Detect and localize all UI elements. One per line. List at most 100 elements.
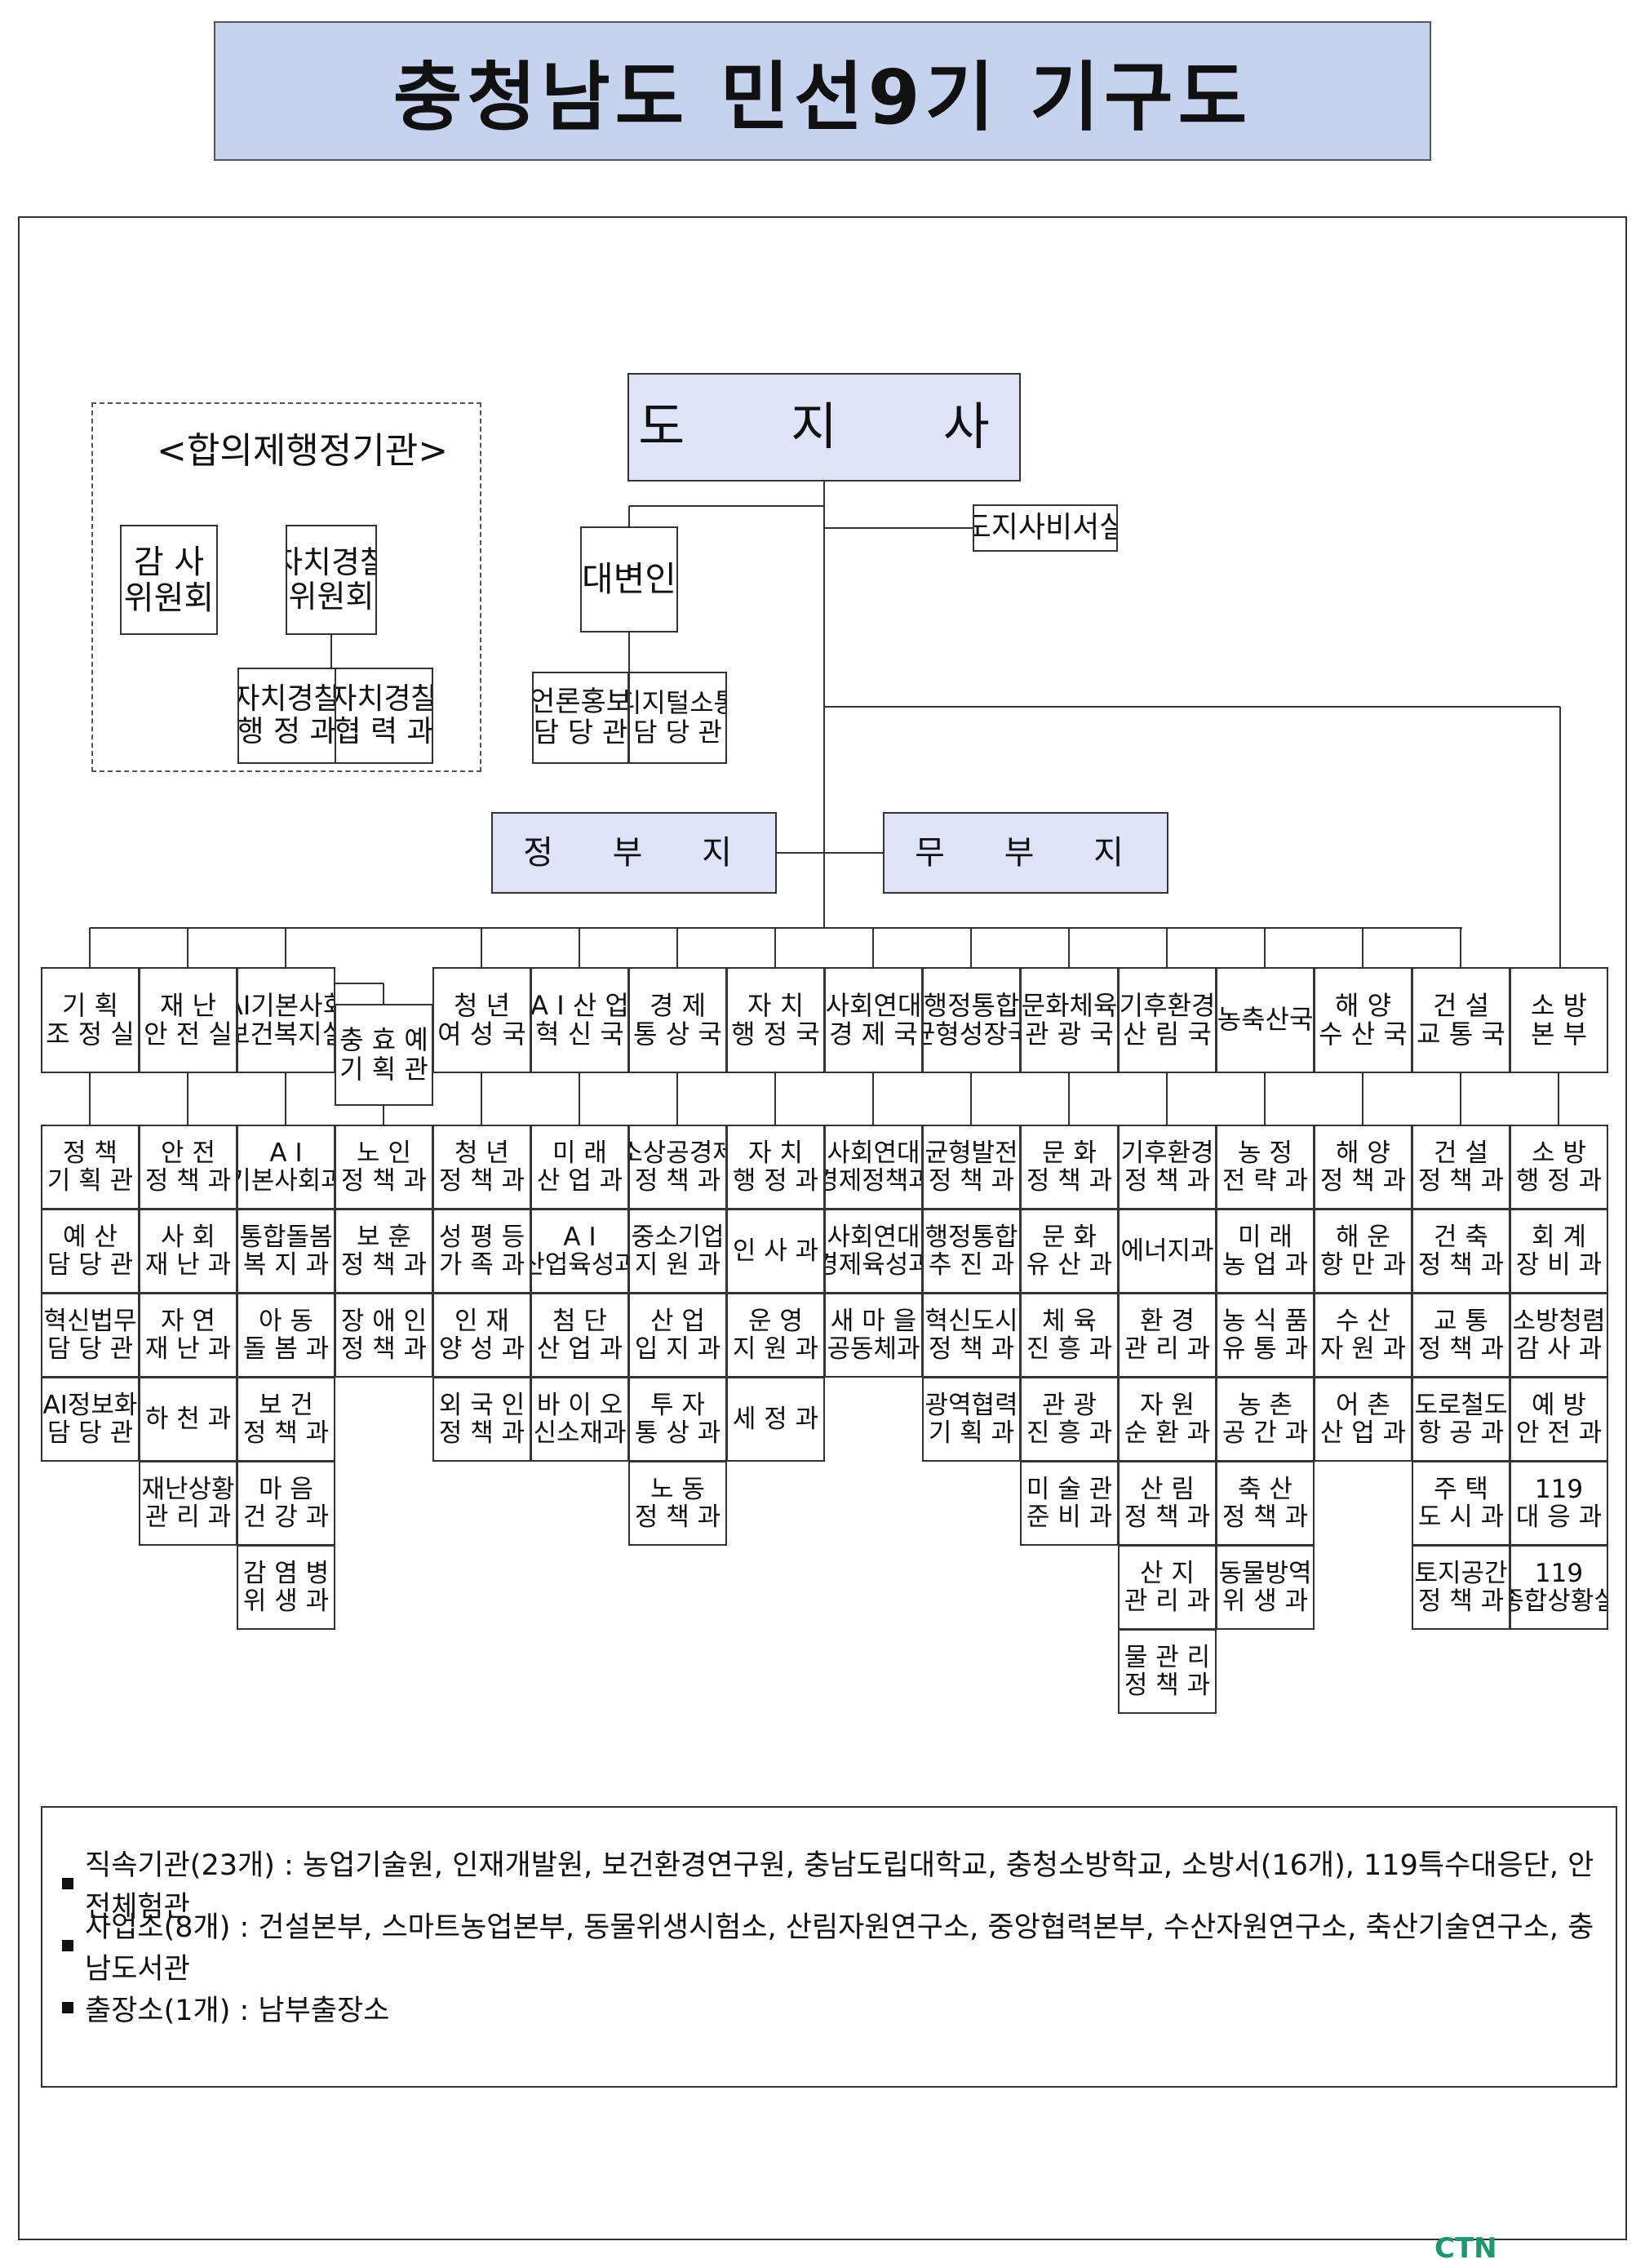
division-line: 사회연대 [827,1222,920,1252]
division-line: 정 책 과 [1222,1502,1309,1532]
division-line: 신소재과 [533,1418,627,1448]
division-line: 자 치 [748,1138,803,1168]
division-box: 인 사 과 [726,1209,825,1294]
square-bullet-icon [62,2002,73,2013]
division-line: 산업육성과 [532,1250,627,1280]
note-branch-offices: 출장소(1개) : 남부출장소 [85,1994,390,2027]
council-group [91,402,481,772]
division-line: 도 시 과 [1417,1502,1505,1532]
division-line: 예 방 [1532,1390,1586,1420]
division-line: 관 광 [1042,1390,1097,1420]
note-business-offices: 사업소(8개) : 건설본부, 스마트농업본부, 동물위생시험소, 산림자원연구… [85,1911,1594,1986]
division-line: 물 관 리 [1124,1642,1211,1672]
division-line: 정 책 과 [242,1418,330,1448]
division-line: 해 양 [1336,1138,1390,1168]
division-line: 항 만 과 [1319,1250,1407,1280]
police-committee-line1: 자치경찰 [287,544,375,580]
division-line: 장 비 과 [1515,1250,1603,1280]
division-line: 정 책 과 [340,1166,428,1196]
division-line: 담 당 관 [47,1250,134,1280]
division-line: 순 환 과 [1124,1418,1211,1448]
vice-governor-admin-box: 행 정 부 지 사 [491,812,777,894]
department-head-line: 농축산국 [1217,1004,1314,1036]
division-line: 유 통 과 [1222,1334,1309,1364]
division-line: 광역협력 [924,1390,1018,1420]
police-committee-box: 자치경찰 위원회 [286,525,377,635]
police-coop-line2: 협 력 과 [335,715,433,748]
division-line: 위 생 과 [242,1587,330,1616]
notes-box: 직속기관(23개) : 농업기술원, 인재개발원, 보건환경연구원, 충남도립대… [41,1806,1617,2088]
division-line: 기후환경 [1120,1138,1214,1168]
division-line: 산 업 과 [536,1166,623,1196]
department-head-line: 해 양 [1334,989,1392,1021]
division-line: 행정통합 [924,1222,1018,1252]
division-line: 농 촌 [1238,1390,1292,1420]
division-line: 안 전 [161,1138,215,1168]
division-line: 추 진 과 [928,1250,1015,1280]
division-line: 공 간 과 [1222,1418,1309,1448]
division-line: 보 건 [259,1390,313,1420]
department-head-box: 농축산국 [1216,967,1315,1073]
square-bullet-icon [62,1940,73,1951]
department-head-line: 안 전 실 [144,1019,233,1050]
digital-office-line1: 디지털소통 [630,687,725,719]
department-head-line: 청 년 [453,989,511,1021]
division-line: 건 설 [1434,1138,1488,1168]
division-line: 투 자 [650,1390,705,1420]
division-line: 진 흥 과 [1026,1334,1113,1364]
audit-committee-line1: 감 사 [133,543,205,581]
division-line: 아 동 [259,1306,313,1336]
note-row: 직속기관(23개) : 농업기술원, 인재개발원, 보건환경연구원, 충남도립대… [62,1849,1616,1924]
division-line: 산 업 [650,1306,705,1336]
division-line: 성 평 등 [438,1222,525,1252]
division-line: 정 책 과 [1319,1166,1407,1196]
division-line: 기 획 과 [928,1418,1015,1448]
division-box: 에너지과 [1118,1209,1217,1294]
department-head-line: 여 성 국 [437,1019,526,1050]
department-head-line: 기 획 [61,989,119,1021]
note-direct-agencies: 직속기관(23개) : 농업기술원, 인재개발원, 보건환경연구원, 충남도립대… [85,1849,1594,1924]
division-line: 가 족 과 [438,1250,525,1280]
division-line: 해 운 [1336,1222,1390,1252]
division-line: 지 원 과 [634,1250,721,1280]
police-coop-line1: 자치경찰 [335,682,433,717]
media-office-line1: 언론홍보 [532,686,629,719]
division-line: 진 흥 과 [1026,1418,1113,1448]
division-line: 노 동 [650,1474,705,1504]
department-head-line: 문화체육 [1021,989,1118,1021]
division-line: 토지공간 [1414,1558,1508,1588]
media-office-box: 언론홍보 담 당 관 [532,672,629,764]
division-line: 하 천 과 [144,1404,232,1434]
division-line: 첨 단 [552,1306,607,1336]
division-line: 장 애 인 [340,1306,428,1336]
org-chart-frame [18,216,1627,2240]
department-head-line: 조 정 실 [46,1019,135,1050]
police-admin-box: 자치경찰 행 정 과 [237,668,336,764]
division-line: 농 업 과 [1222,1250,1309,1280]
division-line: 담 당 관 [47,1334,134,1364]
division-line: 문 화 [1042,1138,1097,1168]
division-line: 보 훈 [357,1222,411,1252]
